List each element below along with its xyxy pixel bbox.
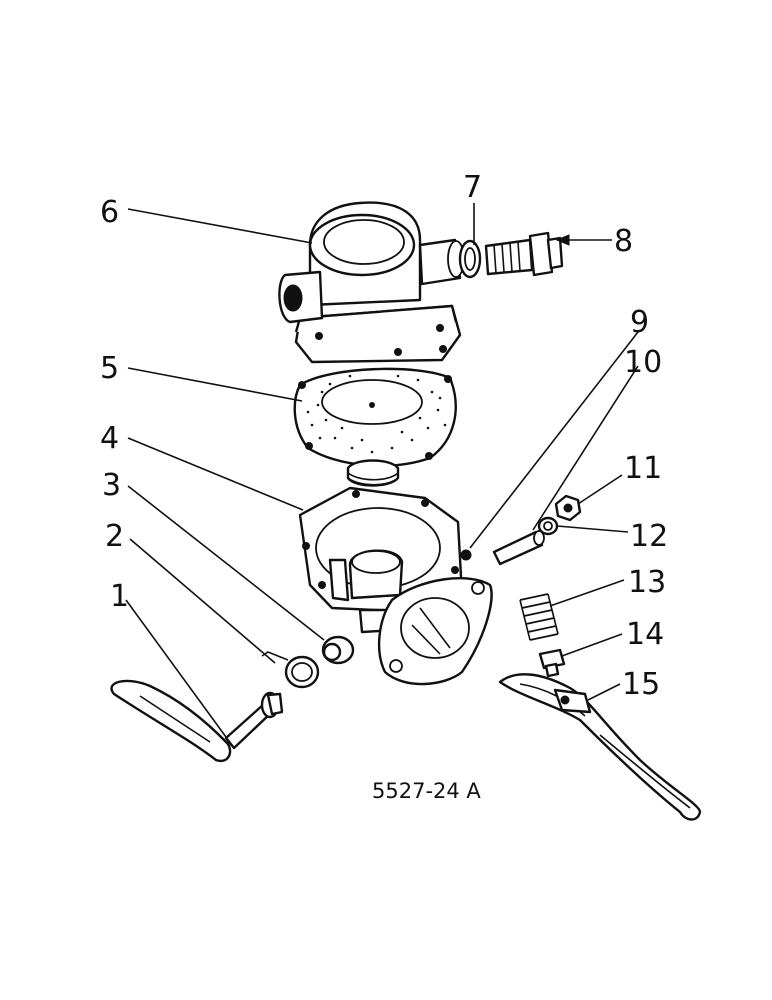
callout-15: 15 <box>622 667 660 702</box>
part-3-seal <box>321 635 355 665</box>
callout-6: 6 <box>100 195 119 230</box>
part-10-pin <box>492 530 545 566</box>
part-14-plunger <box>538 648 566 678</box>
part-11-nut <box>554 494 582 522</box>
part-2-clip <box>261 651 320 689</box>
callout-1: 1 <box>110 579 129 614</box>
callout-7: 7 <box>463 170 482 205</box>
part-1-lever <box>110 679 284 763</box>
part-5-diaphragm <box>293 367 457 487</box>
callout-3: 3 <box>102 468 121 503</box>
reference-code: 5527-24 A <box>372 779 481 803</box>
part-15-rocker-arm <box>498 673 702 821</box>
callout-13: 13 <box>628 565 666 600</box>
callout-8: 8 <box>614 224 633 259</box>
part-12-washer <box>537 516 559 536</box>
callout-5: 5 <box>100 351 119 386</box>
callout-11: 11 <box>624 451 662 486</box>
callout-4: 4 <box>100 421 119 456</box>
part-13-spring <box>519 593 559 641</box>
part-8-bolt <box>484 231 564 277</box>
part-9-ball <box>460 549 472 561</box>
part-7-washer <box>458 239 482 279</box>
leader-lines <box>125 203 639 749</box>
callout-10: 10 <box>624 345 662 380</box>
callout-14: 14 <box>626 617 664 652</box>
callout-labels: 6 7 8 5 4 3 2 1 9 10 11 12 13 14 15 <box>100 170 668 702</box>
callout-2: 2 <box>105 519 124 554</box>
callout-12: 12 <box>630 519 668 554</box>
callout-9: 9 <box>630 305 649 340</box>
part-4-body <box>298 486 493 686</box>
part-6-cover <box>278 201 465 364</box>
